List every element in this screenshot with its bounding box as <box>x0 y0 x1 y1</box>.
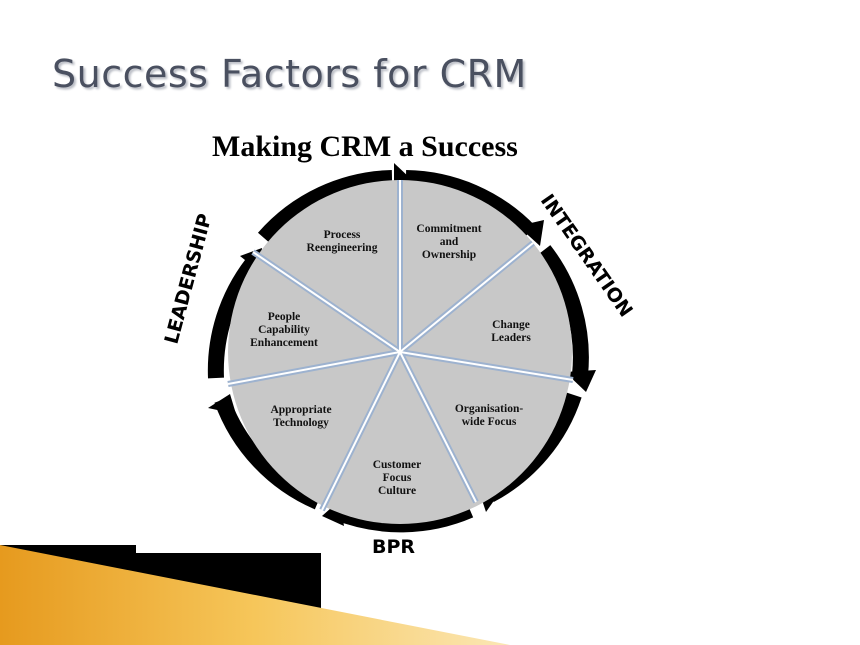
slide-title: Success Factors for CRM <box>52 52 527 96</box>
ring-arrowhead-6 <box>208 394 236 414</box>
ring-arrowhead-3 <box>565 370 596 392</box>
segment-label-line: Appropriate <box>270 404 331 416</box>
segment-label-line: Culture <box>378 485 416 497</box>
segment-label-line: Organisation- <box>455 403 524 415</box>
segment-label-line: Leaders <box>491 332 531 344</box>
segment-label-line: Ownership <box>422 249 476 261</box>
segment-label: Organisation-wide Focus <box>455 403 524 428</box>
segment-label-line: Enhancement <box>250 337 318 349</box>
ring-arrowhead-2 <box>518 220 544 246</box>
segment-label-line: Technology <box>273 417 329 429</box>
segment-label-line: Commitment <box>416 223 481 235</box>
segment-label-line: Process <box>324 229 361 241</box>
gold-swoosh <box>0 545 510 645</box>
segment-label-line: Reengineering <box>307 242 378 254</box>
ring-arc-3 <box>537 245 589 376</box>
ring-arc-5 <box>333 502 474 533</box>
segment-label-line: Focus <box>383 472 412 484</box>
bpr-label: BPR <box>372 536 415 558</box>
segment-label-line: wide Focus <box>462 416 517 428</box>
segment-label-line: Customer <box>373 459 422 471</box>
segment-label-line: Capability <box>258 324 310 336</box>
segment-label-line: and <box>440 236 459 248</box>
ring-arc-6 <box>214 397 322 510</box>
ring-arc-1 <box>257 170 393 244</box>
segment-label-line: People <box>268 311 301 323</box>
spokes <box>227 180 574 512</box>
ring-arc-7 <box>207 259 259 379</box>
diagram-title: Making CRM a Success <box>212 130 518 163</box>
ring-arc-2 <box>405 170 536 238</box>
segment-label-line: Change <box>492 319 530 331</box>
